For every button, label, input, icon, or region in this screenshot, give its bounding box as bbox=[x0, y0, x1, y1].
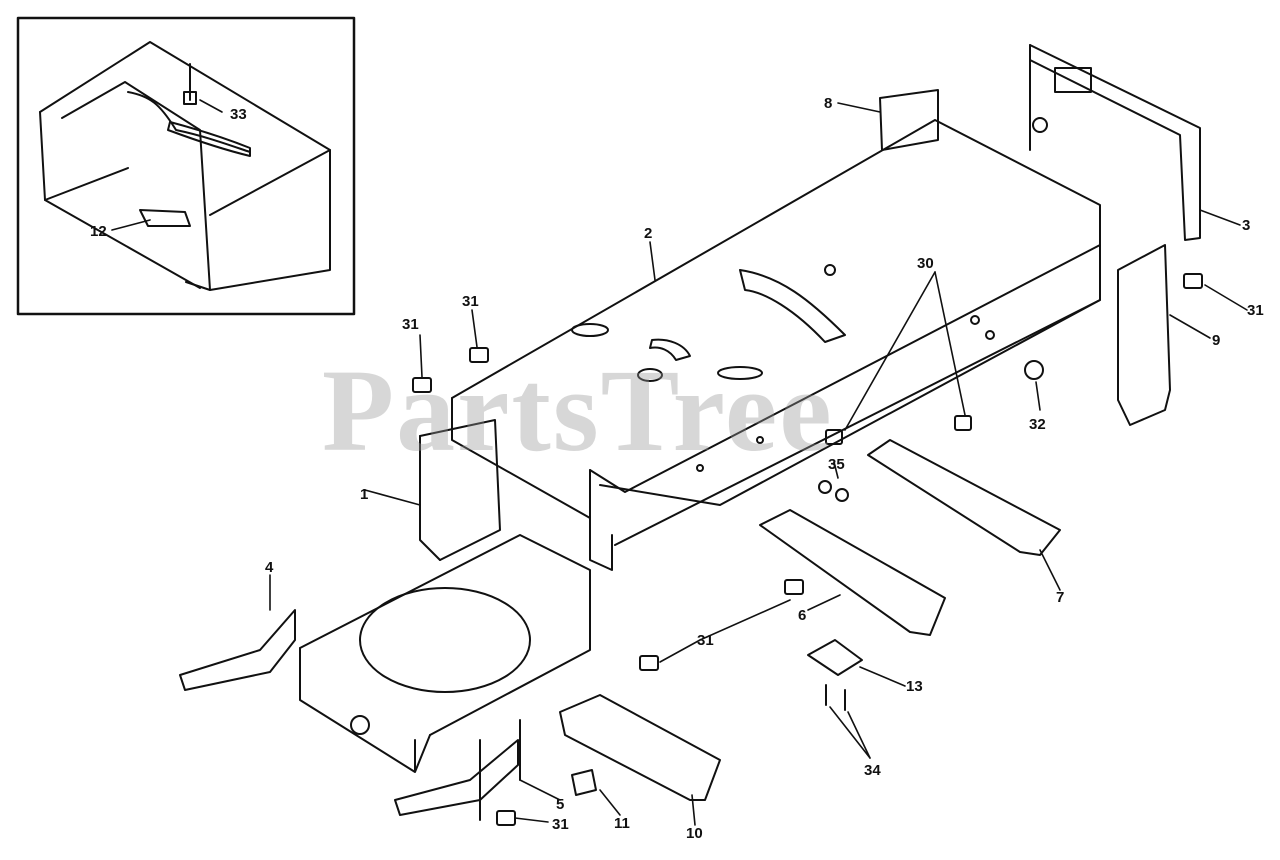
callout-10: 10 bbox=[686, 825, 703, 842]
callout-32: 32 bbox=[1029, 416, 1046, 433]
callout-31-center: 31 bbox=[697, 632, 714, 649]
bracket-4 bbox=[179, 609, 296, 691]
callout-8: 8 bbox=[824, 95, 833, 112]
callout-33: 33 bbox=[230, 106, 247, 123]
callout-31-right: 31 bbox=[1247, 302, 1264, 319]
callout-31-bottom: 31 bbox=[552, 816, 569, 833]
callout-2: 2 bbox=[644, 225, 653, 242]
plate-13 bbox=[807, 639, 863, 676]
callout-5: 5 bbox=[556, 796, 565, 813]
callout-35: 35 bbox=[828, 456, 845, 473]
rear-bracket bbox=[1029, 44, 1201, 241]
callout-3: 3 bbox=[1242, 217, 1251, 234]
callout-9: 9 bbox=[1212, 332, 1221, 349]
callout-6: 6 bbox=[798, 607, 807, 624]
plate-8 bbox=[879, 89, 939, 151]
callout-1: 1 bbox=[360, 486, 369, 503]
crossmember-7 bbox=[867, 439, 1061, 556]
callout-4: 4 bbox=[265, 559, 274, 576]
front-frame-section bbox=[299, 419, 591, 821]
callout-12: 12 bbox=[90, 223, 107, 240]
inset-detail bbox=[16, 16, 356, 316]
crossmember-6 bbox=[759, 509, 946, 636]
bracket-10 bbox=[559, 694, 721, 801]
leader-lines bbox=[111, 99, 1248, 826]
callout-34: 34 bbox=[864, 762, 881, 779]
callout-11: 11 bbox=[614, 815, 630, 832]
callout-31-left: 31 bbox=[402, 316, 419, 333]
callout-7: 7 bbox=[1056, 589, 1065, 606]
callout-13: 13 bbox=[906, 678, 923, 695]
bolts bbox=[412, 273, 1203, 826]
main-frame bbox=[451, 119, 1101, 571]
bracket-9 bbox=[1117, 244, 1171, 426]
bracket-5 bbox=[394, 739, 519, 816]
callout-31-upper: 31 bbox=[462, 293, 479, 310]
callout-30: 30 bbox=[917, 255, 934, 272]
